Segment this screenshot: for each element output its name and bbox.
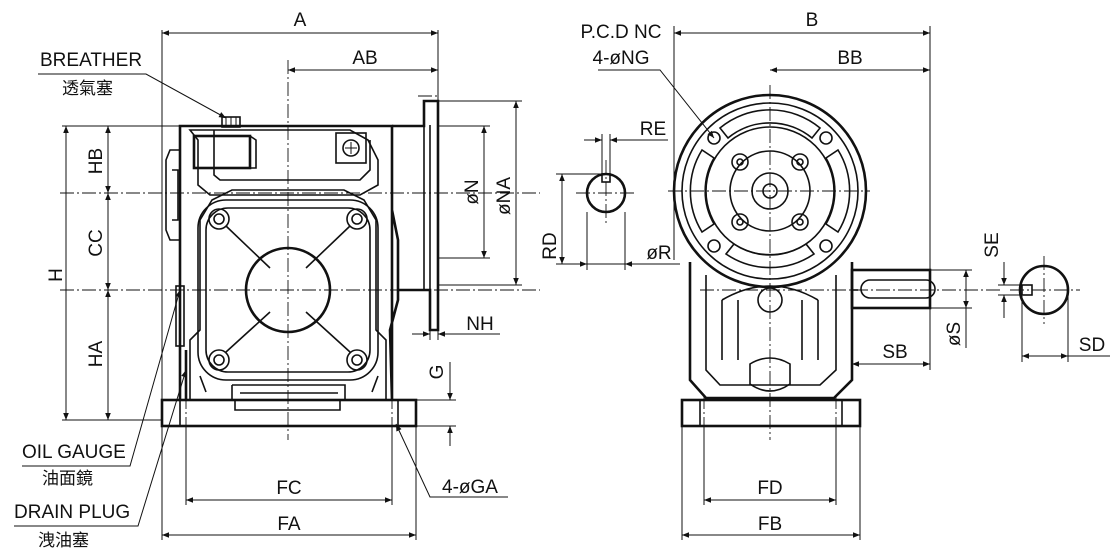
oil-gauge-zh-label: 油面鏡	[42, 469, 93, 489]
dim-re-label: RE	[640, 119, 666, 140]
output-shaft	[850, 268, 936, 310]
dim-h-label: H	[46, 268, 67, 282]
dim-rd-label: RD	[540, 232, 561, 259]
dim-n-label: øN	[462, 179, 483, 204]
dim-bb-label: BB	[837, 48, 862, 69]
breather-zh-label: 透氣塞	[62, 79, 113, 99]
oil-gauge-label: OIL GAUGE	[22, 442, 126, 463]
dim-r-label: øR	[646, 243, 671, 264]
dim-a-label: A	[294, 10, 307, 31]
callout-labels: BREATHER 透氣塞 OIL GAUGE 油面鏡 DRAIN PLUG 洩油…	[14, 50, 142, 551]
dim-fa-label: FA	[277, 514, 301, 535]
dim-na-label: øNA	[494, 177, 515, 215]
dim-sd-label: SD	[1079, 335, 1105, 356]
dim-se-label: SE	[982, 232, 1003, 257]
drain-plug-label: DRAIN PLUG	[14, 502, 130, 523]
dim-pcd-label: P.C.D NC	[581, 22, 662, 43]
dim-hb-label: HB	[86, 148, 107, 174]
dim-fc-label: FC	[276, 478, 301, 499]
dim-ga-label: 4-øGA	[442, 477, 498, 498]
dim-g-label: G	[427, 365, 448, 380]
output-bore	[244, 246, 332, 334]
input-shaft-detail	[576, 160, 636, 226]
dim-b-label: B	[806, 10, 819, 31]
callout-leaders	[14, 73, 227, 527]
dimension-labels: A AB B BB H HB CC HA øN øNA NH G FC FA 4…	[46, 10, 1105, 535]
dim-ab-label: AB	[352, 48, 377, 69]
side-dimensions	[556, 26, 1110, 540]
dim-ng-label: 4-øNG	[593, 48, 650, 69]
dim-fd-label: FD	[757, 478, 782, 499]
dim-cc-label: CC	[86, 229, 107, 256]
dim-sb-label: SB	[882, 342, 907, 363]
drain-plug-zh-label: 洩油塞	[38, 531, 89, 551]
dim-fb-label: FB	[758, 514, 782, 535]
dim-s-label: øS	[944, 322, 965, 346]
front-dimensions	[62, 30, 522, 540]
dim-nh-label: NH	[466, 314, 493, 335]
front-view	[60, 60, 540, 440]
shaft-end-view	[1010, 256, 1080, 324]
breather-label: BREATHER	[40, 50, 142, 71]
mounting-base	[160, 395, 418, 432]
dim-ha-label: HA	[86, 340, 107, 367]
